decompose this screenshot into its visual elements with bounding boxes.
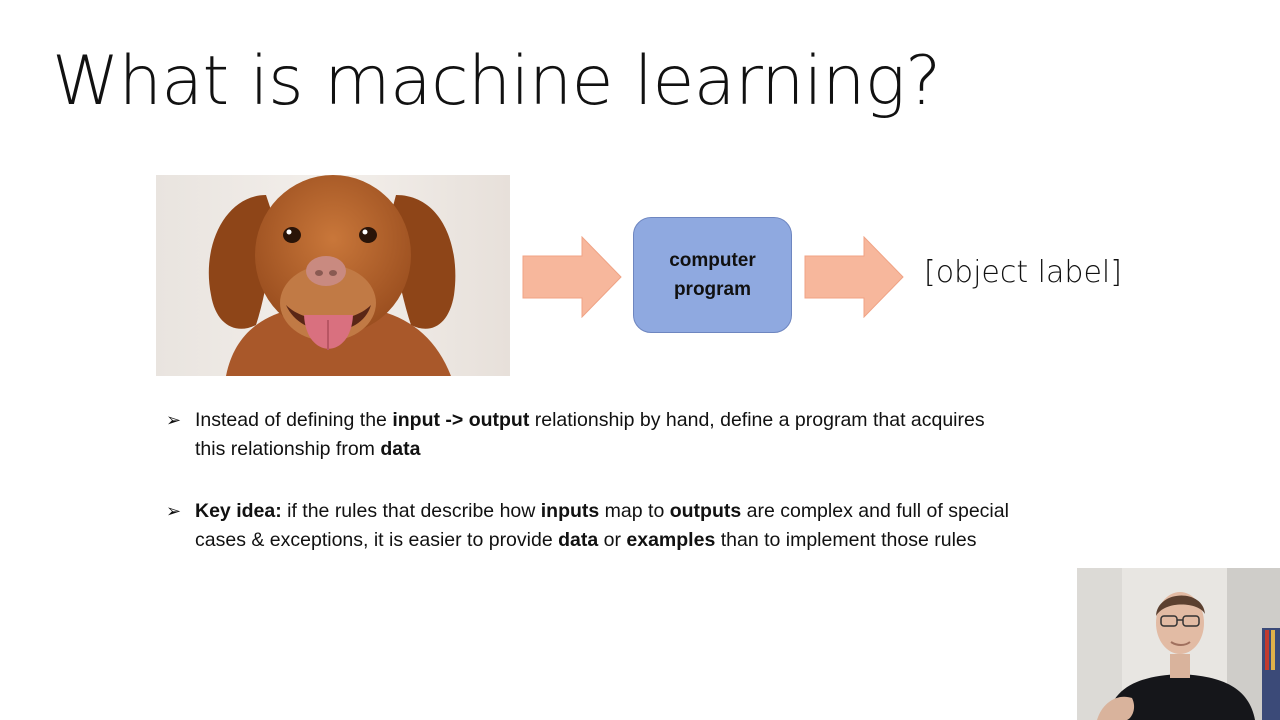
bullet-list: ➢ Instead of defining the input -> outpu…	[166, 406, 1016, 555]
bullet-text-bold: data	[558, 529, 599, 551]
bullet-text-bold: examples	[626, 529, 716, 551]
computer-program-box: computer program	[633, 217, 792, 333]
bullet-text: or	[598, 529, 627, 551]
bullet-text: Instead of defining the	[195, 409, 393, 431]
bullet-item: ➢ Instead of defining the input -> outpu…	[166, 406, 1016, 464]
arrow-bullet-icon: ➢	[166, 501, 182, 521]
bullet-text: map to	[599, 500, 670, 522]
input-arrow	[522, 235, 622, 323]
bullet-text-bold: data	[380, 438, 421, 460]
program-label: computer program	[669, 250, 756, 300]
bullet-text-bold: outputs	[669, 500, 742, 522]
bullet-text-bold: inputs	[540, 500, 600, 522]
dog-photo	[156, 175, 510, 376]
presenter-video	[1077, 568, 1280, 720]
bullet-text-bold: Key idea:	[195, 500, 282, 522]
bullet-text: if the rules that describe how	[281, 500, 541, 522]
output-label: [object label]	[924, 255, 1122, 290]
bullet-item: ➢ Key idea: if the rules that describe h…	[166, 497, 1016, 555]
dog-illustration	[156, 175, 510, 376]
bullet-text-bold: input -> output	[392, 409, 530, 431]
output-arrow	[804, 235, 904, 323]
bullet-text: relationship by hand, define a program t…	[195, 409, 985, 460]
bullet-text: than to implement those rules	[715, 529, 977, 551]
slide-title: What is machine learning?	[52, 42, 941, 121]
bullet-text: are complex and full of special cases & …	[195, 500, 1009, 551]
presenter-webcam	[1077, 568, 1280, 720]
arrow-bullet-icon: ➢	[166, 410, 182, 430]
